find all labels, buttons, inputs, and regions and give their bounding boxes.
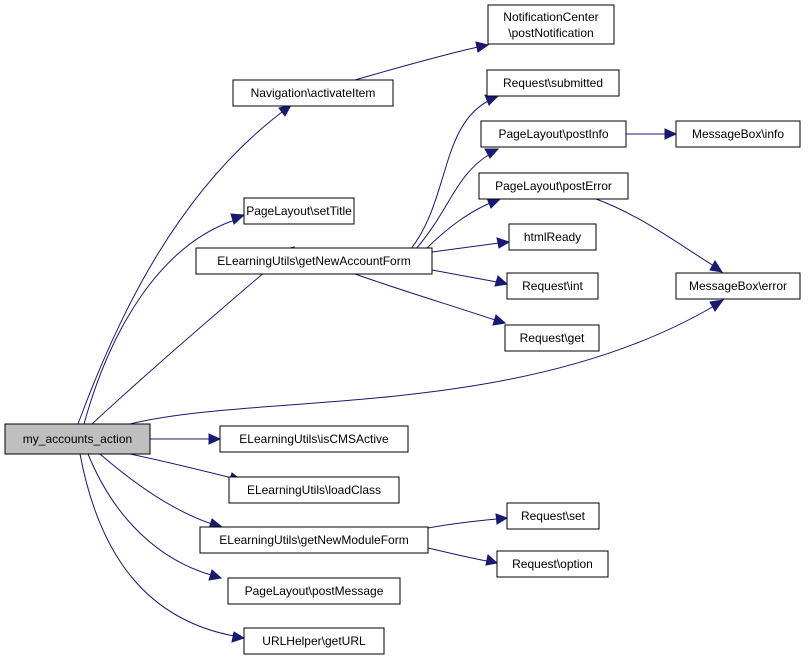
node-elearningutils-loadclass[interactable]: ELearningUtils\loadClass bbox=[228, 476, 400, 504]
edge-root-to-elu-iscms bbox=[150, 433, 222, 445]
edge-elu-newaccount-to-pl-posterror bbox=[424, 197, 502, 251]
node-urlhelper-geturl[interactable]: URLHelper\getURL bbox=[243, 627, 385, 655]
node-label: ELearningUtils\getNewModuleForm bbox=[219, 533, 408, 547]
node-label: PageLayout\setTitle bbox=[246, 204, 352, 218]
node-messagebox-error[interactable]: MessageBox\error bbox=[675, 272, 801, 300]
edge-root-to-pl-settitle bbox=[83, 213, 246, 425]
node-pagelayout-postinfo[interactable]: PageLayout\postInfo bbox=[480, 120, 627, 148]
node-label: ELearningUtils\isCMSActive bbox=[239, 432, 389, 446]
node-label: my_accounts_action bbox=[23, 432, 132, 446]
node-label: Navigation\activateItem bbox=[251, 86, 376, 100]
node-label: ELearningUtils\getNewAccountForm bbox=[217, 254, 410, 268]
node-label: ELearningUtils\loadClass bbox=[247, 483, 381, 497]
edges bbox=[77, 41, 725, 643]
node-label: \postNotification bbox=[508, 26, 593, 40]
node-elearningutils-iscmsactive[interactable]: ELearningUtils\isCMSActive bbox=[219, 425, 409, 453]
node-navigation-activateitem[interactable]: Navigation\activateItem bbox=[232, 79, 394, 107]
node-label: PageLayout\postInfo bbox=[498, 127, 608, 141]
edge-root-to-elu-newmodule bbox=[99, 453, 224, 530]
node-label: MessageBox\info bbox=[692, 127, 784, 141]
node-pagelayout-posterror[interactable]: PageLayout\postError bbox=[478, 172, 629, 200]
node-messagebox-info[interactable]: MessageBox\info bbox=[675, 120, 801, 148]
node-elearningutils-getnewmoduleform[interactable]: ELearningUtils\getNewModuleForm bbox=[199, 526, 429, 554]
node-label: Request\get bbox=[520, 331, 585, 345]
edge-pl-postinfo-to-mb-info bbox=[626, 128, 678, 140]
node-request-set[interactable]: Request\set bbox=[506, 502, 600, 530]
edge-elu-newaccount-to-req-int bbox=[431, 269, 509, 287]
node-request-submitted[interactable]: Request\submitted bbox=[486, 69, 620, 97]
edge-elu-newmodule-to-req-set bbox=[427, 513, 509, 529]
edge-root-to-elu-loadclass bbox=[119, 451, 244, 484]
node-pagelayout-settitle[interactable]: PageLayout\setTitle bbox=[243, 197, 355, 225]
node-request-option[interactable]: Request\option bbox=[496, 550, 609, 578]
node-my-accounts-action[interactable]: my_accounts_action bbox=[4, 423, 151, 455]
node-request-get[interactable]: Request\get bbox=[504, 324, 600, 352]
node-label: PageLayout\postError bbox=[495, 179, 612, 193]
node-label: Request\int bbox=[522, 279, 583, 293]
node-label: URLHelper\getURL bbox=[262, 634, 366, 648]
node-pagelayout-postmessage[interactable]: PageLayout\postMessage bbox=[227, 577, 401, 605]
edge-elu-newaccount-to-req-submitted bbox=[409, 94, 500, 251]
edge-root-to-url-get bbox=[79, 453, 246, 643]
nodes: my_accounts_action Navigation\activateIt… bbox=[4, 4, 801, 655]
node-notificationcenter-postnotification[interactable]: NotificationCenter \postNotification bbox=[487, 4, 615, 45]
edge-nav-activate-to-notif-post bbox=[354, 41, 490, 81]
edge-elu-newaccount-to-pl-postinfo bbox=[414, 148, 500, 251]
node-label: Request\set bbox=[521, 509, 586, 523]
node-label: NotificationCenter bbox=[503, 10, 598, 24]
edge-elu-newmodule-to-req-option bbox=[427, 547, 499, 566]
node-label: PageLayout\postMessage bbox=[245, 584, 384, 598]
edge-elu-newaccount-to-htmlready bbox=[431, 237, 511, 253]
node-request-int[interactable]: Request\int bbox=[506, 272, 599, 300]
node-label: htmlReady bbox=[524, 230, 581, 244]
node-label: Request\submitted bbox=[503, 76, 603, 90]
edge-elu-newaccount-to-req-get bbox=[354, 273, 507, 326]
edge-pl-posterror-to-mb-error bbox=[595, 198, 724, 273]
node-label: Request\option bbox=[512, 557, 593, 571]
edge-root-to-mb-error bbox=[129, 299, 725, 425]
node-htmlready[interactable]: htmlReady bbox=[508, 223, 597, 251]
edge-root-to-pl-postmessage bbox=[87, 453, 223, 581]
node-elearningutils-getnewaccountform[interactable]: ELearningUtils\getNewAccountForm bbox=[195, 247, 433, 275]
node-label: MessageBox\error bbox=[689, 279, 787, 293]
